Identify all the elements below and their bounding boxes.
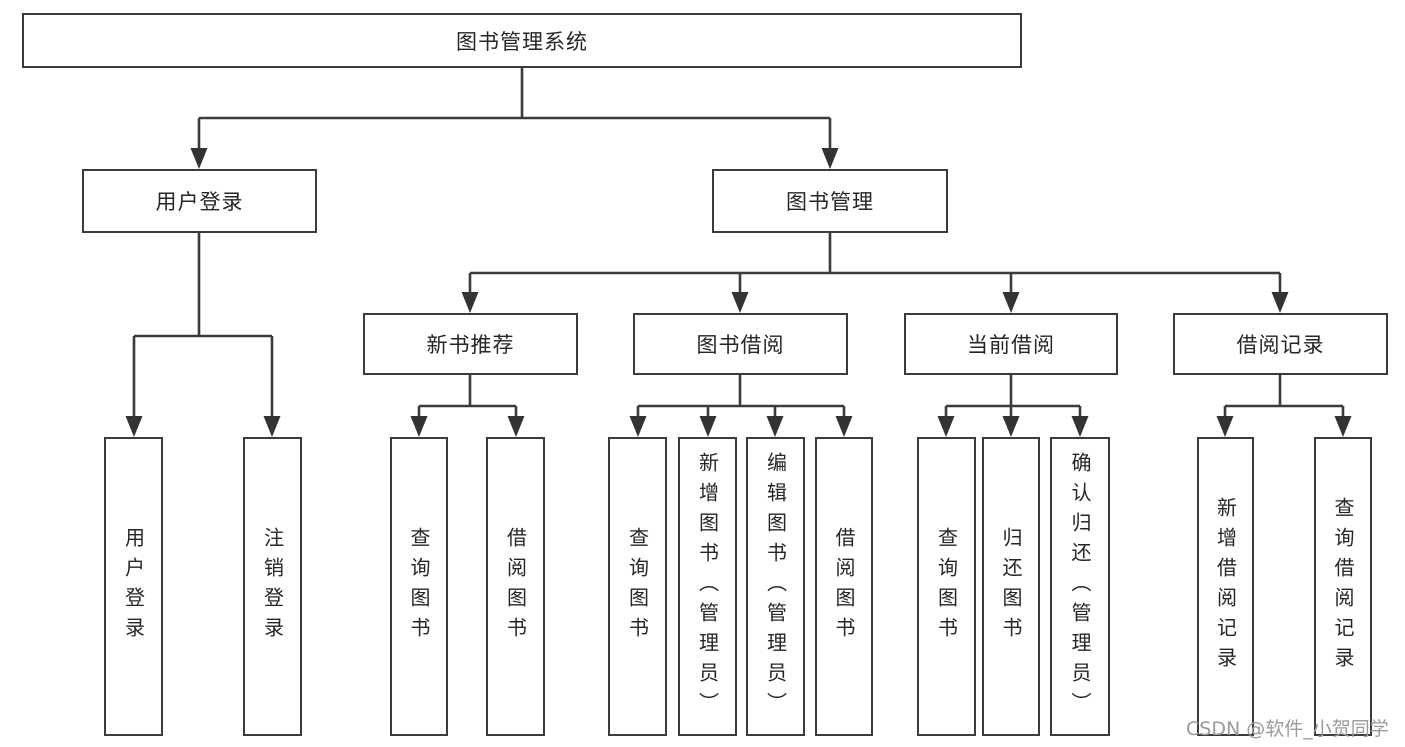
node-query-books-3: 查询图书 (917, 437, 976, 736)
connector-current (937, 375, 1089, 437)
node-book-management-branch: 图书管理 (712, 169, 948, 233)
connector-book-management (461, 233, 1289, 313)
connector-records (1216, 375, 1352, 437)
node-confirm-return-admin-label: 确认归还（管理员） (1068, 451, 1092, 722)
node-logout-leaf-label: 注销登录 (260, 526, 285, 647)
node-borrow-books-2: 借阅图书 (815, 437, 873, 736)
node-add-borrow-record: 新增借阅记录 (1197, 437, 1254, 736)
node-borrow-books-1-label: 借阅图书 (503, 526, 528, 647)
node-logout-leaf: 注销登录 (243, 437, 302, 736)
node-confirm-return-admin: 确认归还（管理员） (1050, 437, 1110, 736)
node-query-books-2: 查询图书 (608, 437, 667, 736)
node-query-books-3-label: 查询图书 (934, 526, 959, 647)
node-query-books-1-label: 查询图书 (407, 526, 431, 647)
node-borrow-books-1: 借阅图书 (486, 437, 545, 736)
node-add-borrow-record-label: 新增借阅记录 (1213, 496, 1238, 677)
node-user-login-branch: 用户登录 (82, 169, 317, 233)
node-query-books-1: 查询图书 (390, 437, 448, 736)
node-query-borrow-record-label: 查询借阅记录 (1331, 496, 1355, 677)
connector-new-book (410, 375, 525, 437)
node-return-books-label: 归还图书 (999, 526, 1023, 647)
connector-borrow (629, 375, 853, 437)
csdn-watermark: CSDN @软件_小贺同学 (1186, 718, 1389, 740)
node-return-books: 归还图书 (982, 437, 1040, 736)
connector-root (190, 68, 839, 169)
node-borrow-records: 借阅记录 (1173, 313, 1388, 375)
connector-user-login (125, 233, 281, 437)
node-user-login-leaf-label: 用户登录 (121, 526, 146, 647)
node-query-books-2-label: 查询图书 (625, 526, 650, 647)
node-add-books-admin: 新增图书（管理员） (678, 437, 737, 736)
node-root: 图书管理系统 (22, 13, 1022, 68)
node-current-borrowing: 当前借阅 (904, 313, 1118, 375)
node-user-login-leaf: 用户登录 (104, 437, 163, 736)
node-book-borrowing: 图书借阅 (633, 313, 848, 375)
node-edit-books-admin: 编辑图书（管理员） (746, 437, 805, 736)
node-add-books-admin-label: 新增图书（管理员） (695, 451, 720, 722)
node-query-borrow-record: 查询借阅记录 (1314, 437, 1372, 736)
node-new-book-recommend: 新书推荐 (363, 313, 578, 375)
node-borrow-books-2-label: 借阅图书 (832, 526, 856, 647)
node-edit-books-admin-label: 编辑图书（管理员） (763, 451, 788, 722)
